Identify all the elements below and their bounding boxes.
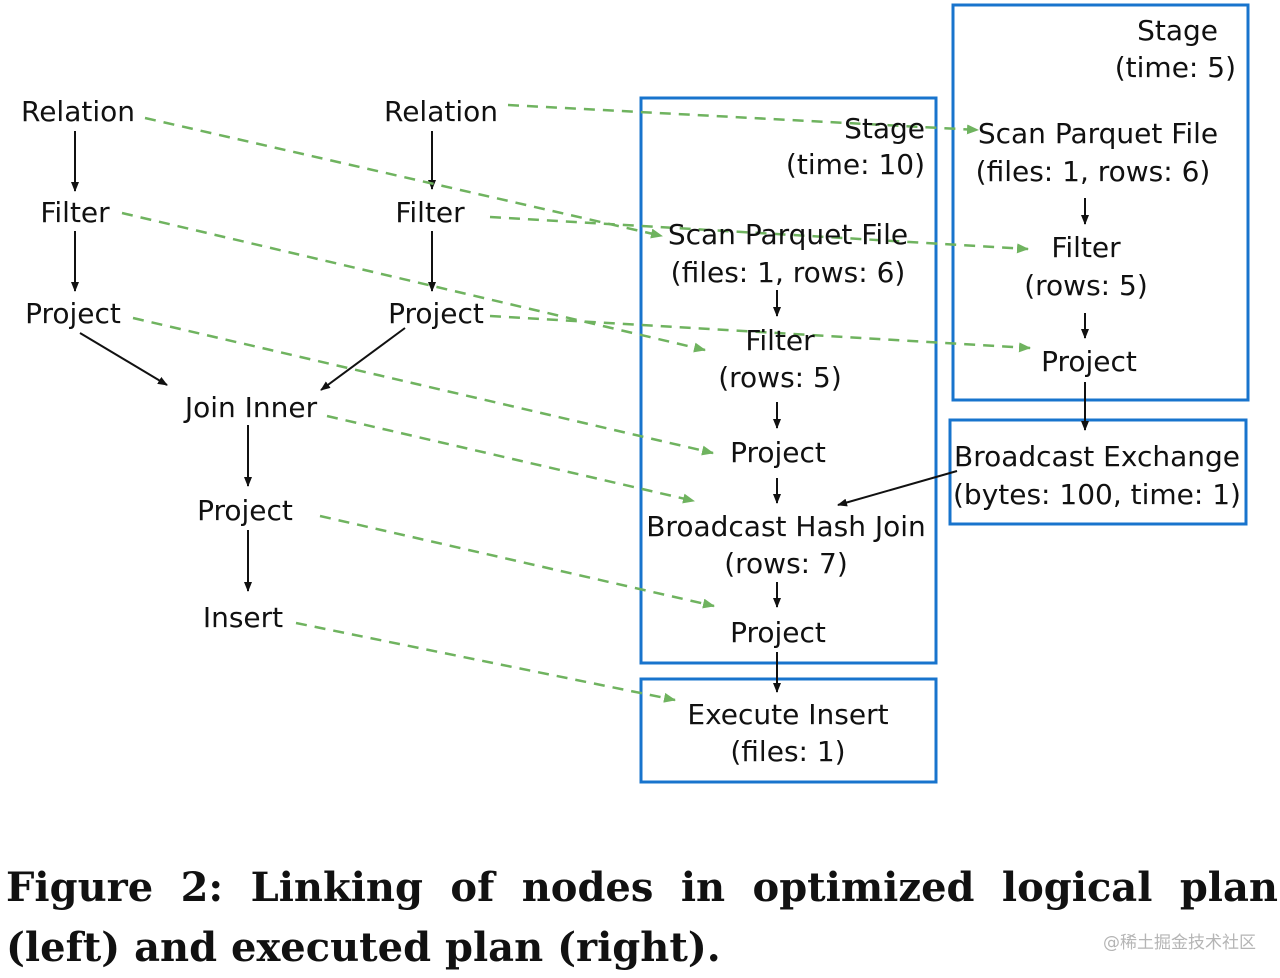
logical-filter-left: Filter (40, 196, 110, 229)
executed-stage-side: Stage (time: 5) Scan Parquet File (files… (976, 14, 1236, 378)
stage-side-title: Stage (1137, 14, 1218, 47)
plan-linking-diagram: Relation Filter Project Relation Filter … (21, 3, 1250, 784)
executed-stage-main: Stage (time: 10) Scan Parquet File (file… (646, 112, 926, 649)
scan-main-label: Scan Parquet File (668, 218, 908, 251)
logical-project-left: Project (25, 297, 121, 330)
execute-insert-box (639, 677, 938, 784)
filter-side-label: Filter (1051, 231, 1121, 264)
execute-insert-label: Execute Insert (687, 698, 888, 731)
watermark: @稀土掘金技术社区 (1103, 933, 1256, 953)
edge-project-join-right (320, 327, 406, 391)
scan-side-stats: (files: 1, rows: 6) (976, 155, 1211, 188)
figure-caption: Figure 2: Linking of nodes in optimized … (6, 864, 1278, 971)
logical-relation-left: Relation (21, 95, 135, 128)
logical-plan: Relation Filter Project Relation Filter … (21, 95, 498, 634)
link-project-right-to-project-side (489, 314, 1031, 353)
link-relation-left-to-scan-main (144, 116, 663, 239)
plan-edges (71, 131, 1089, 693)
execute-insert-stats: (files: 1) (730, 735, 845, 768)
project-side-label: Project (1041, 345, 1137, 378)
logical-relation-right: Relation (384, 95, 498, 128)
stage-main-time: (time: 10) (786, 148, 925, 181)
project-main-1-label: Project (730, 436, 826, 469)
link-relation-right-to-scan-side (507, 103, 979, 135)
link-filter-left-to-filter-main (121, 211, 706, 353)
scan-main-stats: (files: 1, rows: 6) (671, 256, 906, 289)
logical-filter-right: Filter (395, 196, 465, 229)
link-join-to-hash-join (326, 414, 695, 504)
stage-main-title: Stage (844, 112, 925, 145)
edge-project-join-left (79, 332, 168, 386)
broadcast-exchange-stats: (bytes: 100, time: 1) (953, 478, 1241, 511)
filter-main-label: Filter (745, 324, 815, 357)
filter-side-stats: (rows: 5) (1024, 269, 1148, 302)
logical-join-inner: Join Inner (183, 391, 318, 424)
edge-broadcast-join (837, 470, 958, 507)
executed-plan-boxes (639, 3, 1250, 784)
executed-other-nodes: Broadcast Exchange (bytes: 100, time: 1)… (687, 440, 1241, 768)
stage-main-box (639, 96, 938, 665)
logical-project-right: Project (388, 297, 484, 330)
link-project-left-to-project-main (132, 316, 714, 456)
link-insert-to-execute-insert (295, 621, 676, 703)
broadcast-exchange-label: Broadcast Exchange (954, 440, 1240, 473)
logical-project: Project (197, 494, 293, 527)
filter-main-stats: (rows: 5) (718, 361, 842, 394)
link-arrows (121, 103, 1031, 703)
stage-side-box (951, 3, 1250, 402)
link-project-to-project-main (319, 514, 715, 609)
hash-join-stats: (rows: 7) (724, 547, 848, 580)
scan-side-label: Scan Parquet File (978, 117, 1218, 150)
stage-side-time: (time: 5) (1115, 51, 1236, 84)
logical-insert: Insert (203, 601, 283, 634)
link-filter-right-to-filter-side (489, 215, 1029, 254)
hash-join-label: Broadcast Hash Join (646, 510, 926, 543)
project-main-2-label: Project (730, 616, 826, 649)
